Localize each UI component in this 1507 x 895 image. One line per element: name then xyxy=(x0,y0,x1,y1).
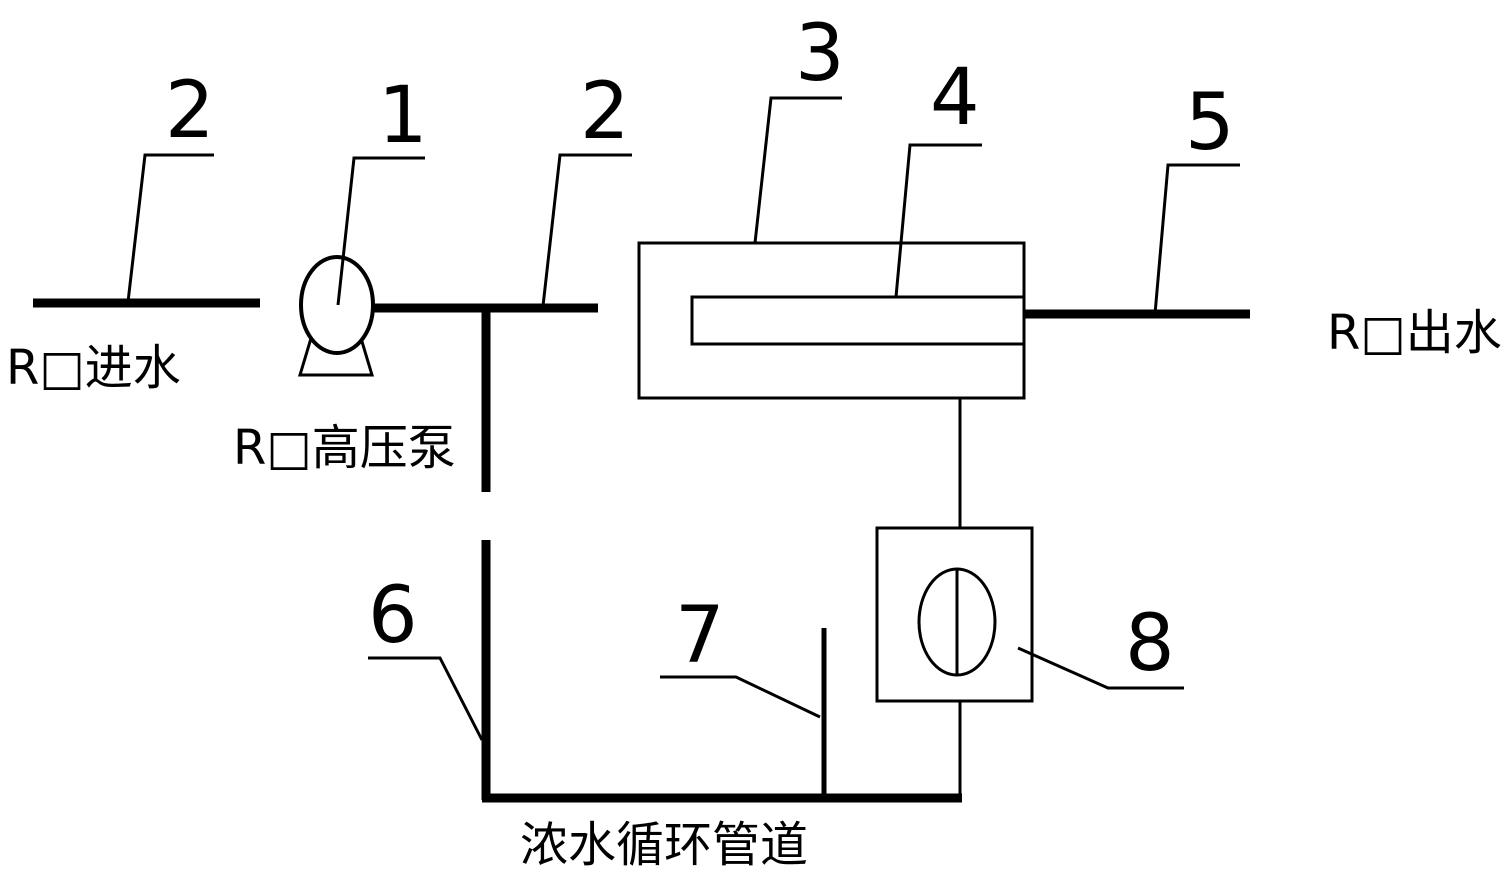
leader-2a xyxy=(126,153,214,303)
pump-body xyxy=(299,255,375,355)
label-concentrate-loop: 浓水循环管道 xyxy=(520,817,808,873)
callout-1: 1 xyxy=(378,71,428,161)
callout-3: 3 xyxy=(795,9,845,99)
leader-1 xyxy=(336,156,425,306)
callout-7: 7 xyxy=(675,591,725,681)
label-ro-pump: R□高压泵 xyxy=(233,420,456,476)
concentrate-valve xyxy=(875,526,1034,703)
valve-box xyxy=(875,526,1034,703)
membrane-element xyxy=(690,295,1026,346)
label-ro-inlet: R□进水 xyxy=(6,340,181,396)
leader-5 xyxy=(1153,163,1240,315)
leader-8 xyxy=(1017,646,1184,690)
callout-2a: 2 xyxy=(165,66,215,156)
ro-high-pressure-pump xyxy=(297,255,375,377)
callout-8: 8 xyxy=(1125,599,1175,689)
callout-6: 6 xyxy=(368,571,418,661)
leader-lines xyxy=(126,96,1240,741)
callout-5: 5 xyxy=(1185,78,1235,168)
callout-numbers: 2 1 2 3 4 5 6 7 8 xyxy=(165,9,1235,689)
label-ro-outlet: R□出水 xyxy=(1327,305,1502,361)
callout-2b: 2 xyxy=(580,67,630,157)
leader-2b xyxy=(541,153,632,307)
process-labels: R□进水 R□高压泵 R□出水 浓水循环管道 xyxy=(6,305,1502,873)
leader-3 xyxy=(753,96,842,244)
leader-6 xyxy=(368,656,484,741)
leader-4 xyxy=(894,143,982,298)
leader-7 xyxy=(660,675,821,719)
callout-4: 4 xyxy=(930,53,980,143)
membrane-housing xyxy=(637,241,1026,400)
